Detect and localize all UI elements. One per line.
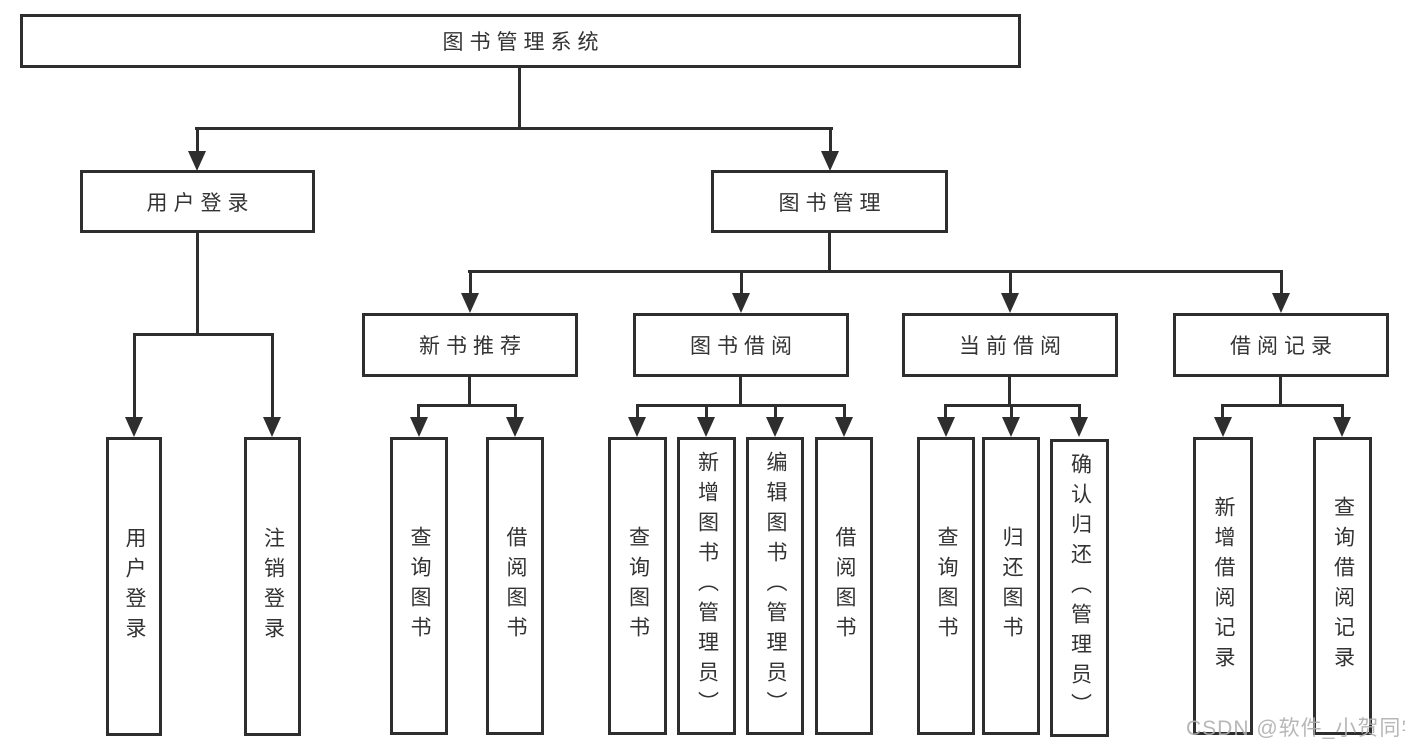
node-label: 查询图书	[935, 526, 958, 646]
connector-borrow-record-rail	[1221, 404, 1344, 407]
node-label: 图书管理	[778, 191, 887, 215]
arrow-down-icon	[410, 417, 428, 437]
node-br-add-record: 新增借阅记录	[1193, 437, 1253, 735]
arrow-down-icon	[1272, 293, 1290, 313]
connector-drop-cb-return	[1010, 404, 1013, 419]
connector-drop-borrow-record	[1280, 270, 1283, 295]
connector-drop-new-book	[469, 270, 472, 295]
node-label: 图书管理系统	[442, 31, 605, 54]
arrow-down-icon	[835, 417, 853, 437]
connector-drop-bb-add	[705, 404, 708, 419]
node-bb-edit-books-admin: 编辑图书（管理员）	[746, 437, 804, 735]
connector-drop-book-borrow	[740, 270, 743, 295]
arrow-down-icon	[937, 417, 955, 437]
arrow-down-icon	[821, 151, 839, 171]
node-nb-query-books: 查询图书	[390, 437, 448, 735]
csdn-watermark: CSDN @软件_小贺同学	[1186, 717, 1405, 740]
node-book-management: 图书管理	[711, 170, 948, 233]
node-cb-confirm-return-admin: 确认归还（管理员）	[1050, 439, 1109, 737]
node-label: 借阅图书	[504, 526, 527, 646]
connector-drop-cb-query	[944, 404, 947, 419]
node-bb-add-books-admin: 新增图书（管理员）	[677, 437, 736, 735]
arrow-down-icon	[1001, 293, 1019, 313]
node-new-book-recommend: 新书推荐	[362, 313, 578, 377]
node-label: 当前借阅	[959, 335, 1067, 358]
connector-drop-bb-edit	[774, 404, 777, 419]
arrow-down-icon	[263, 417, 281, 437]
connector-drop-current-borrow	[1009, 270, 1012, 295]
connector-root-stem	[518, 68, 521, 130]
node-user-login-leaf: 用户登录	[106, 437, 162, 736]
arrow-down-icon	[732, 293, 750, 313]
connector-user-login-rail	[133, 333, 274, 336]
connector-current-borrow-stem	[1008, 376, 1011, 407]
connector-drop-cb-confirm	[1078, 404, 1081, 419]
connector-drop-br-add	[1221, 404, 1224, 419]
connector-drop-book-mgmt	[829, 127, 832, 153]
arrow-down-icon	[1002, 417, 1020, 437]
node-label: 图书借阅	[690, 335, 798, 358]
arrow-down-icon	[1070, 417, 1088, 437]
node-label: 查询图书	[408, 526, 431, 646]
connector-drop-login	[133, 333, 136, 419]
connector-drop-nb-query	[417, 404, 420, 419]
arrow-down-icon	[188, 151, 206, 171]
arrow-down-icon	[506, 417, 524, 437]
connector-book-mgmt-rail	[468, 270, 1282, 273]
arrow-down-icon	[1333, 417, 1351, 437]
node-borrow-record: 借阅记录	[1173, 313, 1389, 377]
node-cb-query-books: 查询图书	[917, 437, 975, 735]
node-logout: 注销登录	[244, 437, 301, 736]
connector-new-book-stem	[468, 376, 471, 407]
connector-new-book-rail	[417, 404, 517, 407]
node-label: 新书推荐	[419, 335, 527, 358]
connector-drop-br-query	[1341, 404, 1344, 419]
arrow-down-icon	[766, 417, 784, 437]
arrow-down-icon	[461, 293, 479, 313]
connector-borrow-record-stem	[1279, 376, 1282, 407]
arrow-down-icon	[697, 417, 715, 437]
arrow-down-icon	[1214, 417, 1232, 437]
node-label: 用户登录	[146, 191, 255, 215]
node-label: 新增借阅记录	[1212, 496, 1235, 676]
node-label: 查询图书	[626, 526, 650, 646]
node-label: 确认归还（管理员）	[1068, 453, 1092, 723]
node-bb-borrow-books: 借阅图书	[815, 437, 873, 735]
connector-drop-logout	[271, 333, 274, 419]
node-br-query-record: 查询借阅记录	[1313, 437, 1372, 735]
node-label: 借阅图书	[833, 526, 856, 646]
connector-book-mgmt-stem	[828, 233, 831, 273]
node-cb-return-books: 归还图书	[982, 437, 1040, 735]
arrow-down-icon	[628, 417, 646, 437]
node-label: 查询借阅记录	[1331, 496, 1355, 676]
connector-book-borrow-stem	[739, 376, 742, 407]
connector-root-rail	[195, 127, 833, 130]
connector-drop-user-login	[196, 127, 199, 153]
node-label: 借阅记录	[1230, 335, 1338, 358]
connector-user-login-stem	[196, 233, 199, 336]
node-bb-query-books: 查询图书	[608, 437, 667, 735]
connector-drop-bb-query	[636, 404, 639, 419]
connector-book-borrow-rail	[636, 404, 846, 407]
node-nb-borrow-books: 借阅图书	[486, 437, 544, 735]
connector-drop-bb-borrow	[843, 404, 846, 419]
node-label: 归还图书	[1000, 526, 1023, 646]
node-root-library-system: 图书管理系统	[20, 14, 1021, 68]
arrow-down-icon	[125, 417, 143, 437]
node-user-login: 用户登录	[80, 170, 315, 233]
connector-drop-nb-borrow	[514, 404, 517, 419]
node-book-borrow: 图书借阅	[633, 313, 849, 377]
node-label: 注销登录	[261, 526, 285, 647]
node-label: 编辑图书（管理员）	[764, 451, 787, 721]
node-current-borrow: 当前借阅	[902, 313, 1118, 377]
node-label: 用户登录	[123, 526, 146, 647]
node-label: 新增图书（管理员）	[695, 451, 719, 721]
